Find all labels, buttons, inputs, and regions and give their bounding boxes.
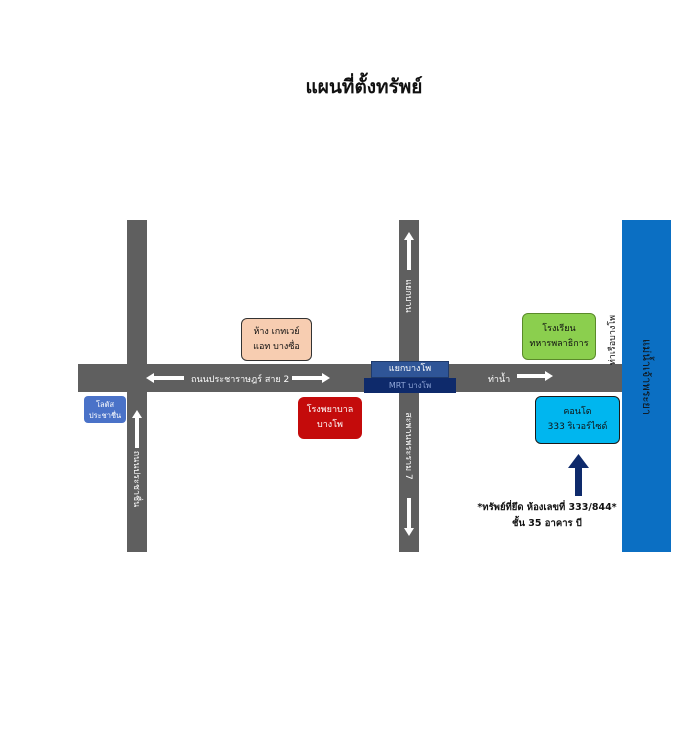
condo-line2: 333 ริเวอร์ไซด์ — [547, 422, 608, 432]
center-vertical-bottom-label: สะพานพระราม 7 — [403, 412, 413, 480]
left-vertical-road — [127, 220, 147, 552]
lotus-store: โลตัส ประชาชื่น — [84, 396, 126, 423]
intersection-label: แยกบางโพ — [371, 361, 449, 378]
lotus-line1: โลตัส — [95, 399, 115, 409]
chao-phraya-river — [622, 220, 671, 552]
school-line2: ทหารพลาธิการ — [529, 338, 589, 349]
gateway-line1: ห้าง เกทเวย์ — [253, 326, 300, 337]
river-label: แม่น้ำเจ้าพระยา — [640, 338, 653, 416]
condo-333-riverside: คอนโด 333 ริเวอร์ไซด์ — [535, 396, 620, 444]
mrt-station-name: MRT บางโพ — [388, 381, 432, 390]
condo-line1: คอนโด — [563, 407, 592, 417]
arrow-north-icon — [404, 232, 414, 270]
gateway-mall: ห้าง เกทเวย์ แอท บางซื่อ — [241, 318, 312, 361]
bangpo-hospital: โรงพยาบาล บางโพ — [298, 397, 362, 439]
pier-label: ท่าเรือบางโพ — [608, 314, 618, 366]
left-vertical-road-label: ถนนประชาชื่น — [131, 450, 141, 508]
arrow-north-left-icon — [132, 410, 142, 448]
intersection-name: แยกบางโพ — [388, 364, 432, 374]
mrt-station-label: MRT บางโพ — [364, 378, 456, 393]
arrow-east-river-icon — [517, 371, 553, 381]
east-road-label: ท่าน้ำ — [488, 375, 511, 385]
hospital-line1: โรงพยาบาล — [306, 405, 354, 415]
center-vertical-top-label: แยกบาน — [403, 279, 413, 313]
property-note: *ทรัพย์ที่ยึด ห้องเลขที่ 333/844* ชั้น 3… — [467, 500, 627, 532]
arrow-east-icon — [292, 373, 330, 383]
note-line2: ชั้น 35 อาคาร บี — [512, 518, 582, 529]
school-line1: โรงเรียน — [542, 323, 576, 334]
hospital-line2: บางโพ — [317, 420, 343, 430]
gateway-line2: แอท บางซื่อ — [253, 341, 300, 352]
horizontal-road-label: ถนนประชาราษฎร์ สาย 2 — [191, 375, 290, 385]
arrow-west-icon — [146, 373, 184, 383]
military-school: โรงเรียน ทหารพลาธิการ — [522, 313, 596, 360]
pointer-arrow-icon — [568, 454, 589, 496]
note-line1: *ทรัพย์ที่ยึด ห้องเลขที่ 333/844* — [477, 502, 617, 513]
arrow-south-icon — [404, 498, 414, 536]
map-title: แผนที่ตั้งทรัพย์ — [305, 76, 423, 98]
lotus-line2: ประชาชื่น — [88, 410, 122, 420]
